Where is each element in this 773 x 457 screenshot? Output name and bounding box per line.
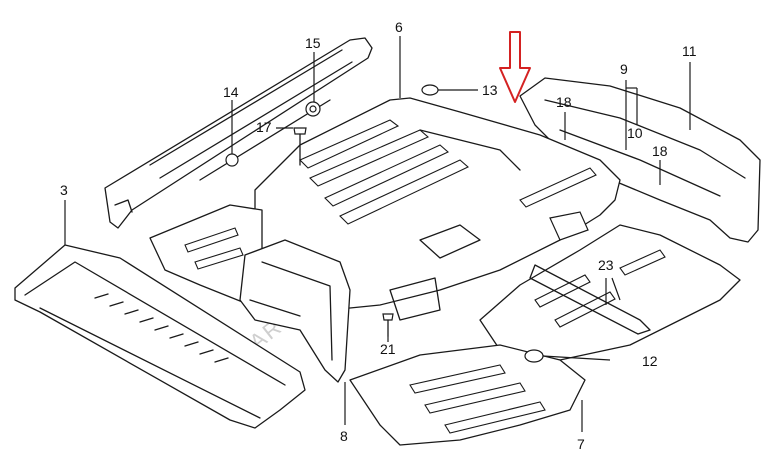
callout-6: 6 (395, 19, 403, 35)
callout-8: 8 (340, 428, 348, 444)
part-plug-13 (421, 84, 439, 96)
callout-7: 7 (577, 436, 585, 452)
part-center-floor (254, 97, 621, 311)
callout-10: 10 (627, 125, 643, 141)
callout-14: 14 (223, 84, 239, 100)
callout-13: 13 (482, 82, 498, 98)
part-center-member (239, 239, 441, 383)
part-upper-left-rail (104, 37, 373, 229)
part-sill-panel (14, 244, 306, 429)
part-lower-floor (349, 344, 586, 446)
callout-labels: 15 14 17 6 13 3 9 11 18 10 18 23 21 12 8… (60, 19, 697, 452)
callout-15: 15 (305, 35, 321, 51)
callout-11: 11 (682, 43, 697, 59)
callout-23: 23 (598, 257, 614, 273)
callout-21: 21 (380, 341, 396, 357)
callout-9: 9 (620, 61, 628, 77)
leader-lines (64, 36, 691, 432)
highlight-arrow (499, 31, 531, 103)
callout-12: 12 (642, 353, 658, 369)
part-bracket-center (549, 211, 589, 241)
callout-17: 17 (256, 119, 272, 135)
part-screw-17 (293, 127, 307, 166)
part-clip-15 (305, 101, 321, 117)
callout-18-left: 18 (556, 94, 572, 110)
callout-18-right: 18 (652, 143, 668, 159)
part-clip-14 (225, 153, 239, 167)
part-plug-12 (524, 349, 544, 363)
callout-3: 3 (60, 182, 68, 198)
part-bolt-21 (382, 313, 394, 337)
